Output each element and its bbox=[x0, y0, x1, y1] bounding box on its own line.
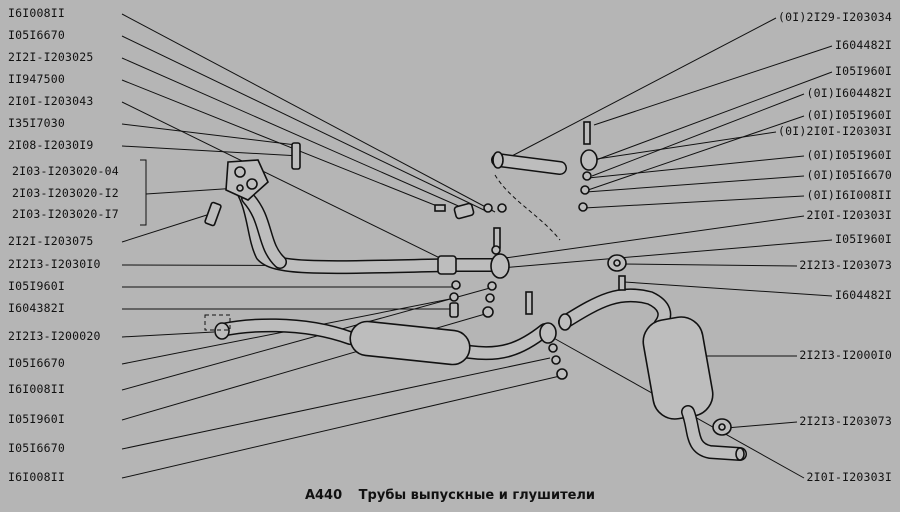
leader-line bbox=[583, 195, 805, 209]
fastener-column bbox=[449, 280, 497, 318]
right-part-label: 2I2I3-I203073 bbox=[799, 414, 892, 428]
leader-line bbox=[121, 123, 297, 146]
right-part-label: 2I0I-I20303I bbox=[806, 208, 892, 222]
leader-line bbox=[595, 71, 833, 161]
right-part-label: I604482I bbox=[835, 288, 892, 302]
main-muffler bbox=[642, 316, 747, 461]
leader-line bbox=[121, 375, 561, 479]
right-part-label: (0I)I604482I bbox=[806, 86, 892, 100]
leader-line bbox=[121, 357, 551, 450]
leader-line bbox=[121, 213, 211, 243]
left-part-label: 2I03-I203020-04 bbox=[12, 164, 119, 178]
right-part-label: 2I2I3-I203073 bbox=[799, 258, 892, 272]
left-part-label: 2I2I-I203075 bbox=[8, 234, 94, 248]
right-part-label: (0I)2I0I-I20303I bbox=[778, 124, 892, 138]
pipe-clamp bbox=[490, 227, 510, 279]
leader-lines bbox=[121, 13, 833, 479]
front-pipe-extension bbox=[491, 151, 567, 241]
leader-line bbox=[589, 131, 777, 161]
left-part-label: 2I2I3-I200020 bbox=[8, 329, 101, 343]
left-part-label: 2I08-I2030I9 bbox=[8, 138, 94, 152]
leader-line bbox=[145, 187, 239, 195]
leader-line bbox=[121, 145, 301, 157]
leader-line bbox=[121, 101, 449, 263]
right-part-label: I05I960I bbox=[835, 232, 892, 246]
right-part-label: 2I0I-I20303I bbox=[806, 470, 892, 484]
manifold-flange bbox=[225, 159, 269, 201]
leader-line bbox=[121, 13, 496, 213]
left-part-label: 2I03-I203020-I2 bbox=[12, 186, 119, 200]
leader-line bbox=[507, 17, 777, 159]
leader-line bbox=[725, 421, 798, 429]
leader-line bbox=[619, 263, 798, 267]
leader-line bbox=[593, 45, 833, 126]
left-part-label: 2I2I-I203025 bbox=[8, 50, 94, 64]
leader-line bbox=[591, 93, 805, 177]
left-part-label: I604382I bbox=[8, 301, 65, 315]
left-part-label: I6I008II bbox=[8, 6, 65, 20]
right-part-label: (0I)I05I960I bbox=[806, 148, 892, 162]
leader-line bbox=[121, 331, 215, 338]
leader-line bbox=[499, 239, 833, 269]
leader-line bbox=[121, 287, 491, 391]
left-part-label: I05I6670 bbox=[8, 441, 65, 455]
muffler-inlet-pipe bbox=[525, 288, 672, 380]
right-part-label: (0I)I05I960I bbox=[806, 108, 892, 122]
right-part-label: (0I)I6I008II bbox=[806, 188, 892, 202]
diagram-code: A440 bbox=[304, 488, 343, 503]
left-part-label: I6I008II bbox=[8, 382, 65, 396]
diagram-caption: A440 Трубы выпускные и глушители bbox=[0, 488, 900, 503]
left-part-label: I05I6670 bbox=[8, 356, 65, 370]
right-fastener-column bbox=[578, 121, 598, 212]
leader-line bbox=[121, 35, 489, 213]
front-exhaust-pipe bbox=[229, 173, 507, 275]
leader-line bbox=[504, 215, 805, 259]
right-part-label: (0I)I05I6670 bbox=[806, 168, 892, 182]
right-part-label: I05I960I bbox=[835, 64, 892, 78]
stud-group bbox=[204, 142, 507, 227]
rubber-hangers bbox=[607, 254, 732, 436]
right-part-label: (0I)2I29-I203034 bbox=[778, 10, 892, 24]
right-part-label: I604482I bbox=[835, 38, 892, 52]
leader-line bbox=[121, 57, 464, 209]
leader-line bbox=[623, 281, 833, 297]
leader-line bbox=[585, 175, 805, 193]
left-part-label: 2I03-I203020-I7 bbox=[12, 207, 119, 221]
leader-line bbox=[587, 155, 805, 179]
leader-line bbox=[121, 79, 443, 209]
diagram-title: Трубы выпускные и глушители bbox=[358, 488, 596, 503]
right-part-label: 2I2I3-I2000I0 bbox=[799, 348, 892, 362]
left-part-label: I05I960I bbox=[8, 279, 65, 293]
left-part-label: I35I7030 bbox=[8, 116, 65, 130]
left-part-label: I6I008II bbox=[8, 470, 65, 484]
left-part-label: I05I6670 bbox=[8, 28, 65, 42]
intermediate-pipe-resonator bbox=[204, 314, 552, 366]
left-part-label: 2I2I3-I2030I0 bbox=[8, 257, 101, 271]
left-part-label: II947500 bbox=[8, 72, 65, 86]
left-part-label: I05I960I bbox=[8, 412, 65, 426]
left-part-label: 2I0I-I203043 bbox=[8, 94, 94, 108]
leader-line bbox=[587, 115, 805, 191]
